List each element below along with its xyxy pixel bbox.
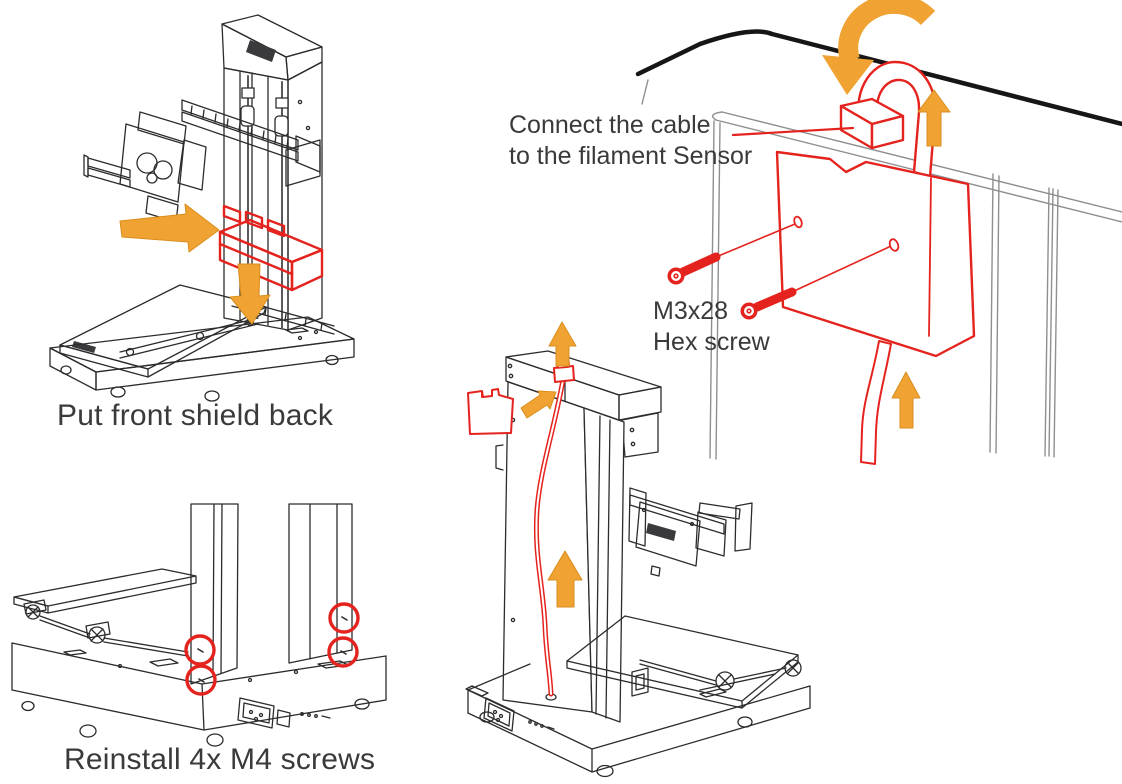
power-socket xyxy=(483,697,515,732)
note-connect-cable-line2: to the filament Sensor xyxy=(509,142,753,170)
extruder-arm xyxy=(628,487,753,577)
printer-base xyxy=(49,316,355,402)
printer-rear-view xyxy=(465,350,811,778)
note-leader-line xyxy=(731,126,855,137)
screw-hole-icon xyxy=(888,238,900,252)
figure-reinstall-screws xyxy=(11,503,387,747)
arrow-up-right-icon xyxy=(520,390,557,419)
hex-screw-icon xyxy=(667,223,796,285)
caption-reinstall-screws: Reinstall 4x M4 screws xyxy=(64,743,376,776)
printer-tower xyxy=(223,61,323,331)
sensor-cable-strip xyxy=(860,340,892,465)
extruder-head xyxy=(83,111,207,223)
sensor-box-outline xyxy=(467,388,514,435)
arrow-up-icon xyxy=(548,321,577,367)
printer-base xyxy=(11,642,387,747)
label-hex-screw-line1: M3x28 xyxy=(653,297,729,325)
arrow-down-icon xyxy=(229,263,271,325)
cable-connector xyxy=(553,365,575,383)
arrow-up-icon xyxy=(547,550,583,608)
filament-sensor-outline xyxy=(775,60,976,465)
print-bed xyxy=(566,615,802,709)
brand-logo xyxy=(246,40,276,62)
print-bed xyxy=(59,284,267,378)
rotate-ccw-arrow-icon xyxy=(822,0,936,95)
power-socket xyxy=(237,697,275,729)
caption-front-shield: Put front shield back xyxy=(57,399,334,432)
label-hex-screw-line2: Hex screw xyxy=(653,328,770,356)
screw-highlight-circles xyxy=(184,602,360,696)
tower-columns xyxy=(190,503,353,685)
note-connect-cable: Connect the cable to the filament Sensor xyxy=(509,110,752,172)
highlight-circle-icon xyxy=(327,636,359,668)
screw-marks xyxy=(197,616,348,683)
leader-line xyxy=(715,223,796,258)
screw-hole-icon xyxy=(793,215,803,229)
hex-screw-icon xyxy=(740,246,890,320)
figure-filament-sensor xyxy=(465,0,1122,778)
note-connect-cable-line1: Connect the cable xyxy=(509,111,711,139)
figure-put-front-shield xyxy=(49,14,355,402)
highlight-circle-icon xyxy=(184,634,216,666)
arrow-up-icon xyxy=(891,371,921,429)
arrow-right-icon xyxy=(119,203,220,253)
print-bed xyxy=(13,568,197,657)
x-gantry-rail xyxy=(181,99,321,173)
panel-closeup xyxy=(635,0,1122,465)
highlight-circle-icon xyxy=(185,664,217,696)
arrow-up-icon xyxy=(917,89,951,147)
sensor-hook-block xyxy=(839,97,905,150)
label-hex-screw: M3x28 Hex screw xyxy=(653,296,770,358)
filament-cable-highlight xyxy=(533,361,575,697)
printer-base xyxy=(465,663,811,778)
front-shield-highlight xyxy=(218,204,324,292)
leader-line xyxy=(791,246,890,293)
highlight-circle-icon xyxy=(328,602,360,634)
